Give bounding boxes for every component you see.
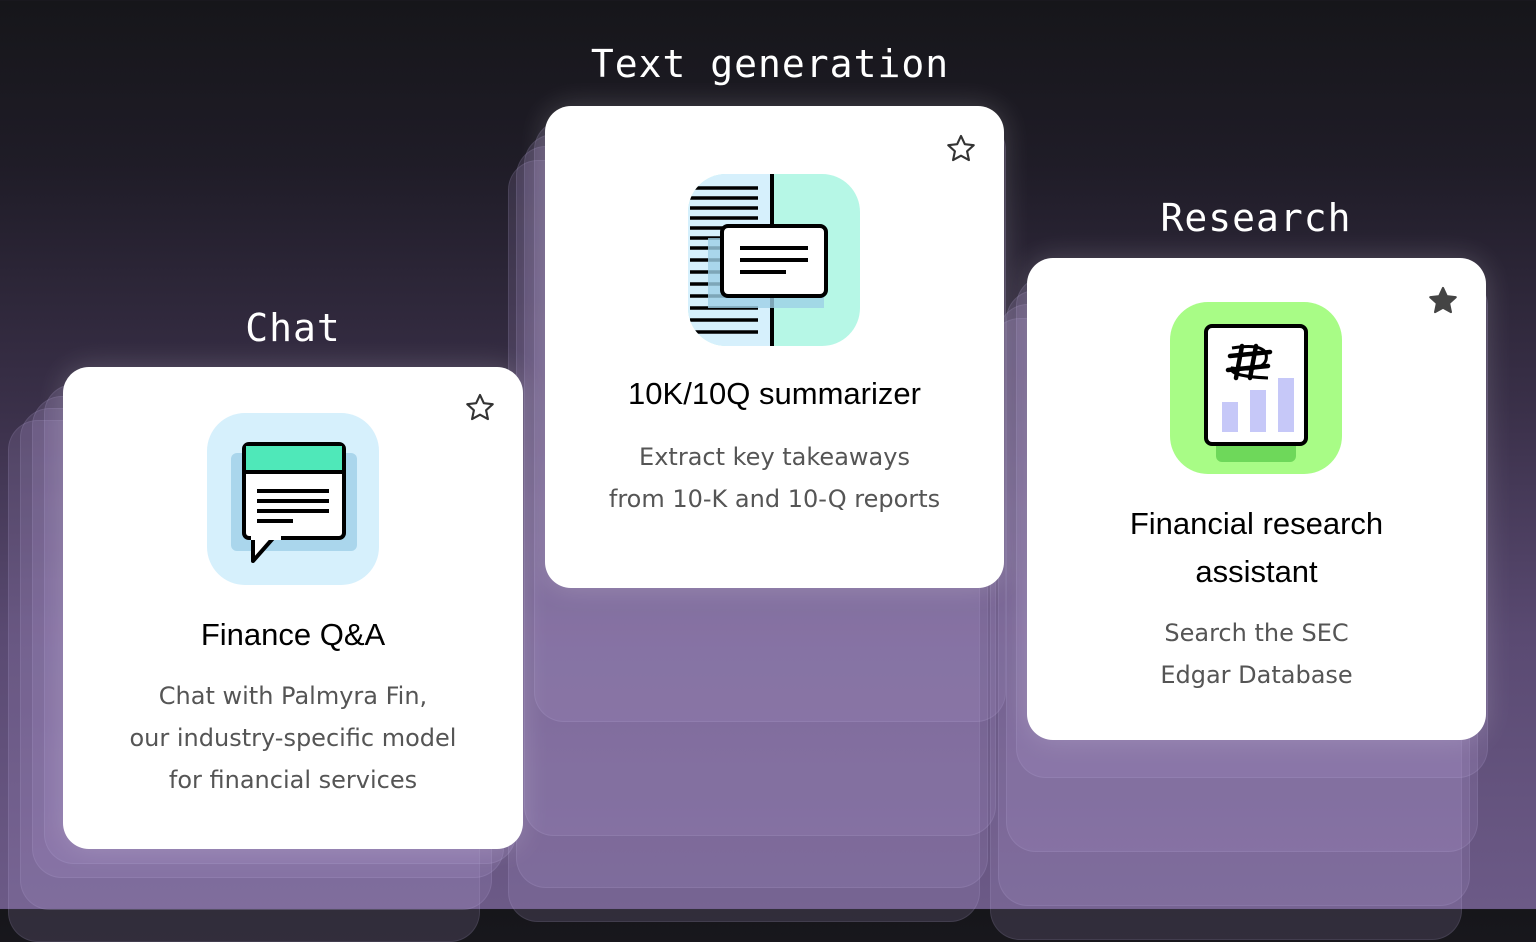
description-line: our industry-specific model [129,724,457,752]
description-line: from 10-K and 10-Q reports [608,485,941,513]
card-description: Extract key takeaways from 10-K and 10-Q… [545,436,1004,520]
card-title: Financial research assistant [1027,500,1486,596]
description-line: Chat with Palmyra Fin, [158,682,428,710]
category-label-text-generation: Text generation [590,42,950,86]
card-description: Chat with Palmyra Fin, our industry-spec… [63,675,523,801]
description-line: Edgar Database [1160,661,1353,689]
description-line: for financial services [168,766,418,794]
summarizer-card[interactable]: 10K/10Q summarizer Extract key takeaways… [545,106,1004,588]
research-assistant-card[interactable]: Financial research assistant Search the … [1027,258,1486,740]
finance-qa-card[interactable]: Finance Q&A Chat with Palmyra Fin, our i… [63,367,523,849]
star-icon[interactable] [944,132,978,166]
card-description: Search the SEC Edgar Database [1027,612,1486,696]
card-title: 10K/10Q summarizer [628,376,921,411]
star-icon[interactable] [463,391,497,425]
description-line: Extract key takeaways [639,443,910,471]
document-summary-icon [688,174,860,346]
title-line: Financial research [1129,506,1384,541]
star-filled-icon[interactable] [1426,284,1460,318]
title-line: assistant [1195,554,1318,589]
category-label-research: Research [1160,196,1352,240]
financial-report-icon [1170,302,1342,474]
description-line: Search the SEC [1164,619,1349,647]
chat-bubble-icon [207,413,379,585]
stage: Chat Text generation Research Finance Q&… [8,42,1488,942]
card-title: Finance Q&A [200,617,386,652]
category-label-chat: Chat [245,306,341,350]
